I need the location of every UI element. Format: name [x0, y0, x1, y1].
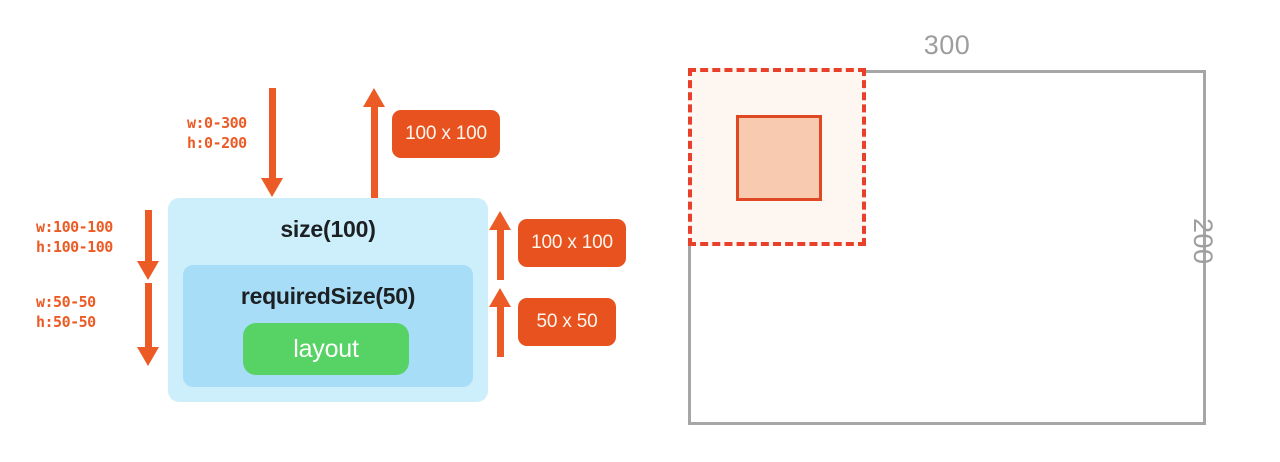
right-return-1-arrow-head: [489, 211, 511, 230]
canvas-height-label: 200: [1188, 218, 1218, 265]
required-size-50-region: [736, 115, 822, 201]
left-constraint-1-width: w:100-100: [36, 218, 113, 236]
incoming-constraint-width: w:0-300: [187, 114, 247, 132]
left-constraint-2-width: w:50-50: [36, 293, 96, 311]
required-size-box-label: requiredSize(50): [240, 283, 416, 309]
outgoing-size-arrow-head: [363, 88, 385, 107]
layout-button[interactable]: layout: [243, 323, 409, 375]
left-constraint-1-arrow-head: [137, 261, 159, 280]
left-constraint-1-height: h:100-100: [36, 238, 113, 256]
left-constraint-1-arrow-shaft: [145, 210, 152, 264]
incoming-constraint-arrow-head: [261, 178, 283, 197]
incoming-constraint-arrow-shaft: [269, 88, 276, 180]
incoming-constraint-height: h:0-200: [187, 134, 247, 152]
required-size-box: requiredSize(50) layout: [183, 265, 473, 387]
right-return-1-arrow-shaft: [497, 228, 504, 280]
right-return-2-arrow-head: [489, 288, 511, 307]
right-return-2-arrow-shaft: [497, 305, 504, 357]
size-box-label: size(100): [280, 216, 376, 242]
canvas-width-label: 300: [923, 30, 971, 60]
layout-button-label: layout: [293, 334, 359, 363]
badge-outer-returned-size: 100 x 100: [518, 219, 626, 267]
left-constraint-2-height: h:50-50: [36, 313, 96, 331]
left-constraint-2-arrow-head: [137, 347, 159, 366]
left-constraint-2-arrow-shaft: [145, 283, 152, 350]
badge-inner-returned-size: 50 x 50: [518, 298, 616, 346]
outgoing-size-arrow-shaft: [371, 105, 378, 200]
badge-top-returned-size: 100 x 100: [392, 110, 500, 158]
size-box: size(100) requiredSize(50) layout: [168, 198, 488, 402]
